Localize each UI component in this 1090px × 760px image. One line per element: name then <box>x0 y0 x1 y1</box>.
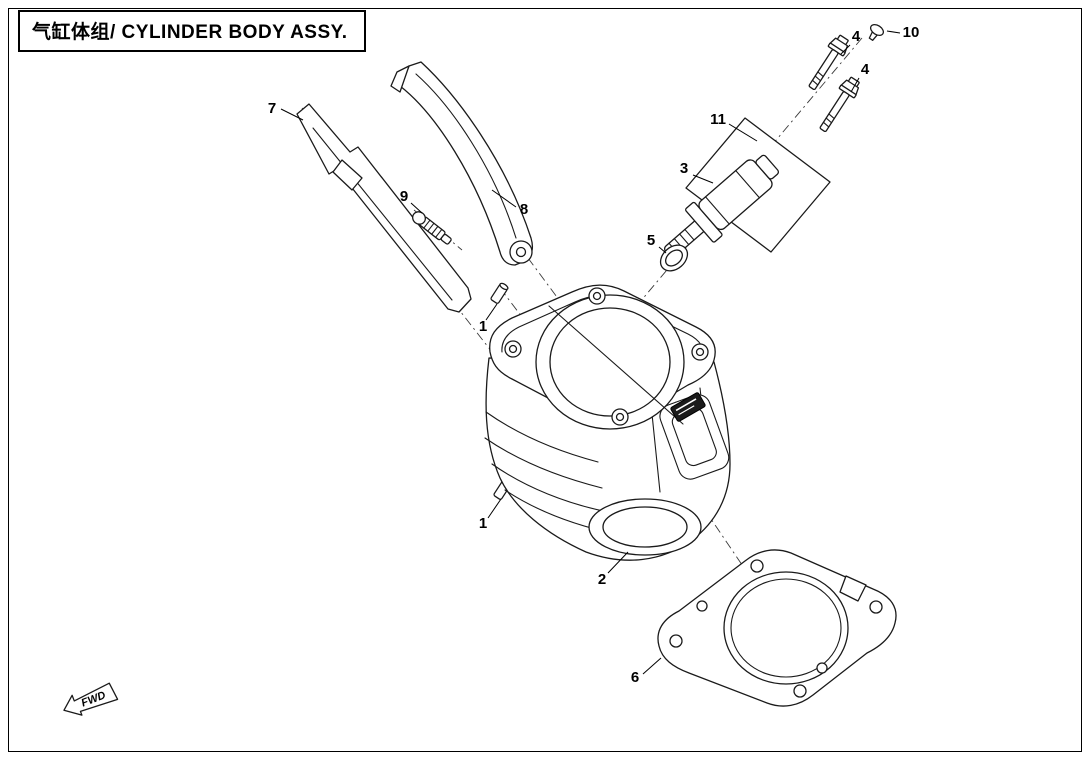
part-2-cylinder-body <box>484 284 731 561</box>
part-4-flange-bolt-upper <box>808 34 849 91</box>
part-7-tensioner-guide-blade <box>296 103 472 313</box>
callout-2: 2 <box>598 571 606 588</box>
callout-5: 5 <box>647 232 655 249</box>
part-5-tensioner-gasket <box>659 244 689 272</box>
fwd-arrow-icon <box>63 682 119 716</box>
callout-7: 7 <box>268 100 276 117</box>
page-border <box>8 8 1082 752</box>
callout-6: 6 <box>631 669 639 686</box>
callout-3: 3 <box>680 160 688 177</box>
callout-1-lower: 1 <box>479 515 487 532</box>
callout-11: 11 <box>710 111 726 128</box>
callout-1-upper: 1 <box>479 318 487 335</box>
cylinder-decal <box>670 392 706 422</box>
callout-10: 10 <box>903 24 920 41</box>
part-1-dowel-pin-upper <box>490 282 509 304</box>
callout-8: 8 <box>520 201 528 218</box>
part-10-cap-screw <box>868 23 885 41</box>
callout-4-lower: 4 <box>861 61 870 78</box>
fwd-indicator: FWD <box>63 682 119 716</box>
part-6-cylinder-gasket <box>657 549 897 707</box>
title-box: 气缸体组/ CYLINDER BODY ASSY. <box>18 10 366 52</box>
part-8-chain-guide <box>390 61 533 266</box>
callouts: 7 9 8 11 3 4 4 10 5 1 1 2 6 <box>268 24 920 686</box>
callout-9: 9 <box>400 188 408 205</box>
part-4-flange-bolt-lower <box>819 76 860 133</box>
callout-4-upper: 4 <box>852 28 861 45</box>
page-title: 气缸体组/ CYLINDER BODY ASSY. <box>32 22 348 43</box>
part-9-tensioner-plunger <box>412 211 452 245</box>
